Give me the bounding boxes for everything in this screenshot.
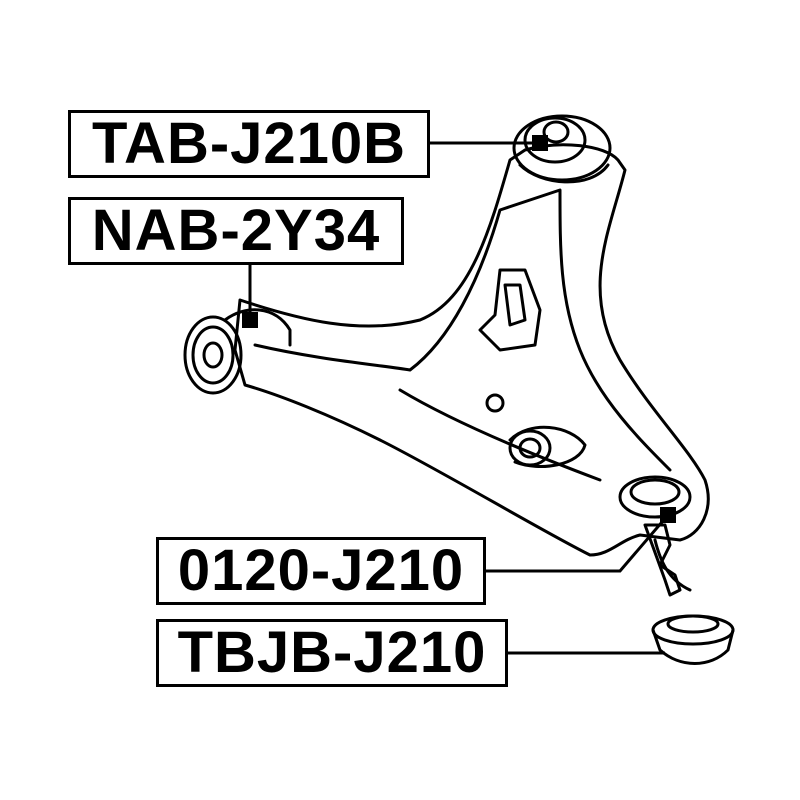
leader-0120-j210: [486, 514, 670, 573]
control-arm-body: [233, 143, 710, 557]
mount-bracket-detail: [503, 283, 527, 327]
arm-inner-ridge-2: [398, 388, 602, 482]
arm-hole: [485, 393, 505, 413]
marker-0120-j210: [660, 507, 676, 523]
arm-inner-ridge: [253, 188, 672, 472]
marker-tab-j210b: [532, 135, 548, 151]
front-bushing: [183, 315, 243, 395]
part-label-nab-2y34: NAB-2Y34: [68, 197, 404, 265]
marker-nab-2y34: [242, 312, 258, 328]
rear-bushing: [512, 114, 612, 182]
mount-bracket: [478, 268, 542, 352]
ball-joint-boot: [651, 614, 735, 646]
part-label-tbjb-j210: TBJB-J210: [156, 619, 508, 687]
ball-joint: [618, 475, 692, 519]
part-label-0120-j210: 0120-J210: [156, 537, 486, 605]
part-label-tab-j210b: TAB-J210B: [68, 110, 430, 178]
